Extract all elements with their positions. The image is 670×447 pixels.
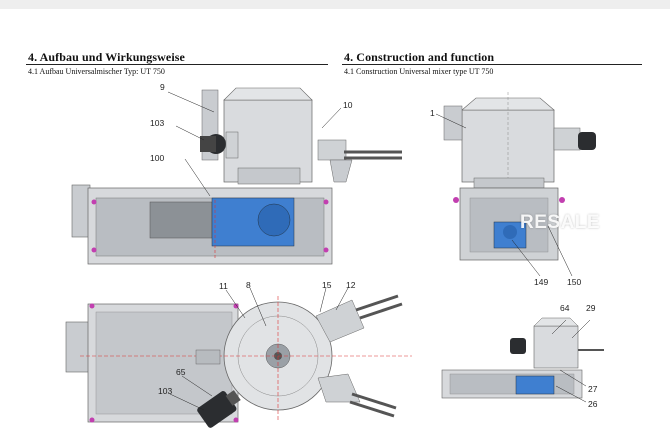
right-section-title: 4. Construction and function xyxy=(344,50,495,64)
callout-150: 150 xyxy=(567,277,582,287)
callout-149: 149 xyxy=(534,277,549,287)
resale-watermark: RESALE xyxy=(520,212,601,233)
callout-26: 26 xyxy=(588,399,598,409)
callout-65: 65 xyxy=(176,367,186,377)
callout-100: 100 xyxy=(150,153,165,163)
side-view xyxy=(71,87,402,265)
callout-10: 10 xyxy=(343,100,353,110)
callout-103-top: 103 xyxy=(158,386,173,396)
front-view xyxy=(435,92,596,277)
callout-64: 64 xyxy=(560,303,570,313)
callout-11: 11 xyxy=(219,281,228,291)
left-title-rule xyxy=(26,64,328,65)
right-title-rule xyxy=(342,64,642,65)
top-view xyxy=(65,287,412,428)
callout-15: 15 xyxy=(322,280,332,290)
small-side-view xyxy=(441,317,604,403)
left-section-title: 4. Aufbau und Wirkungsweise xyxy=(28,50,185,64)
callout-12: 12 xyxy=(346,280,356,290)
callout-27: 27 xyxy=(588,384,598,394)
callout-29: 29 xyxy=(586,303,596,313)
callout-103-side: 103 xyxy=(150,118,165,128)
left-section-subtitle: 4.1 Aufbau Universalmischer Typ: UT 750 xyxy=(28,67,165,76)
callout-9: 9 xyxy=(160,82,165,92)
top-bar xyxy=(0,0,670,9)
callout-8: 8 xyxy=(246,280,251,290)
callout-1: 1 xyxy=(430,108,435,118)
right-section-subtitle: 4.1 Construction Universal mixer type UT… xyxy=(344,67,494,76)
